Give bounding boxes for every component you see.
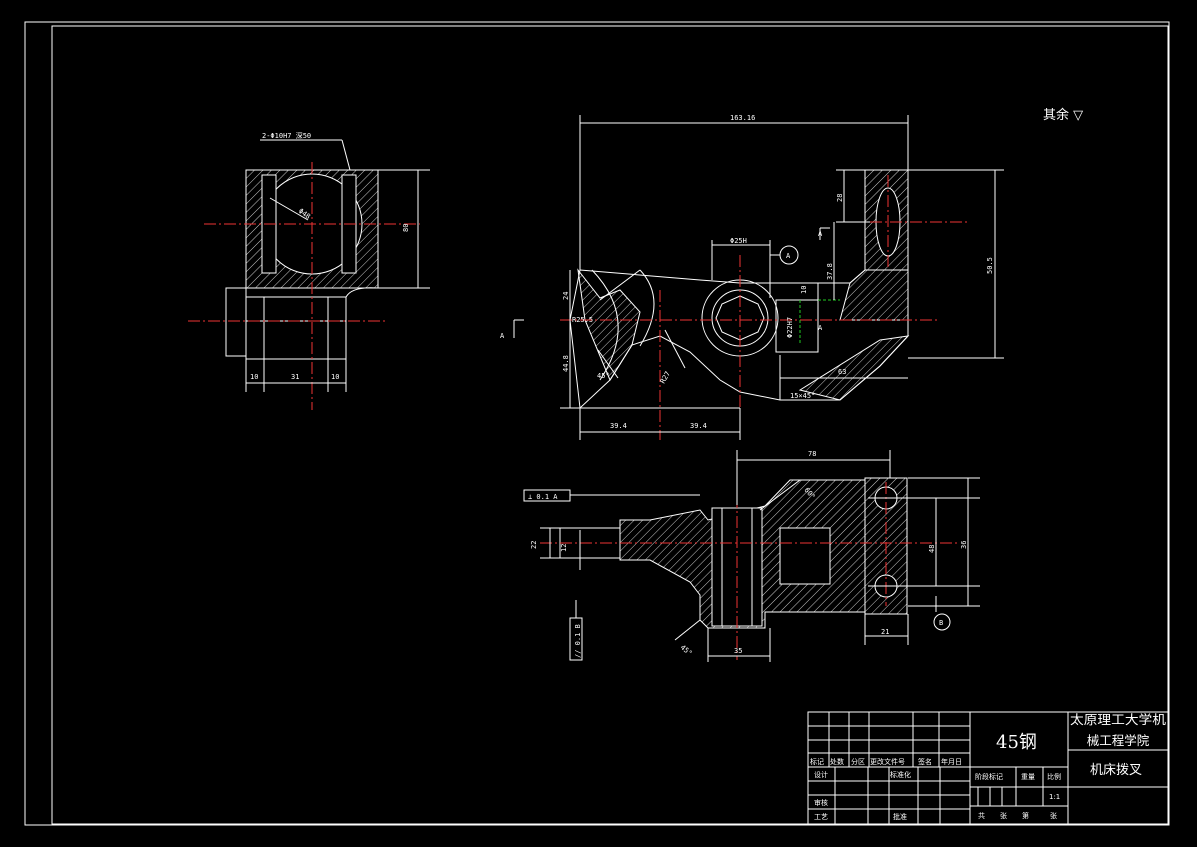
- row-approve: 批准: [893, 812, 907, 821]
- section-arrow-a: A: [500, 332, 505, 340]
- dim-w1: 10: [250, 373, 258, 381]
- section-a-right: A: [818, 230, 823, 238]
- dim-w3: 10: [331, 373, 339, 381]
- hdr-doc: 更改文件号: [870, 757, 905, 766]
- part-name: 机床拨叉: [1090, 763, 1142, 778]
- outer-frame: [24, 21, 1170, 826]
- dim-height-37: 37.8: [826, 263, 834, 280]
- tol-perpendicular: ⊥ 0.1 A: [528, 493, 558, 501]
- callout-holes: 2-Φ10H7 深50: [262, 131, 311, 140]
- dim-chamfer: 15×45°: [790, 392, 815, 400]
- dim-width-21: 21: [881, 628, 889, 636]
- datum-b-label: B: [939, 619, 943, 627]
- scale-label: 比例: [1047, 772, 1061, 781]
- row-design: 设计: [814, 770, 828, 779]
- sheet-word-1: 张: [1000, 811, 1007, 820]
- material-label: 45钢: [996, 732, 1037, 753]
- hdr-sign: 签名: [918, 757, 932, 766]
- section-a-left: A: [818, 324, 823, 332]
- dim-height-48: 48: [928, 545, 936, 553]
- dim-height-80: 80: [402, 224, 410, 232]
- hdr-date: 年月日: [941, 757, 962, 766]
- dim-radius-27: R27: [659, 370, 672, 385]
- bottom-view: [523, 450, 980, 662]
- top-view: [188, 139, 430, 410]
- stage-mark: 阶段标记: [975, 772, 1003, 781]
- scale-value: 1:1: [1049, 793, 1060, 801]
- school-name-line1: 太原理工大学机: [1070, 712, 1167, 727]
- dim-width-63: 63: [838, 368, 846, 376]
- sheet-word-2: 张: [1050, 811, 1057, 820]
- main-view: [513, 115, 1004, 440]
- dim-width-39-a: 39.4: [610, 422, 627, 430]
- row-process: 工艺: [814, 813, 828, 821]
- dim-height-12: 12: [560, 544, 568, 552]
- dim-angle-45-bottom: 45°: [679, 643, 694, 657]
- row-standard: 标准化: [890, 770, 911, 779]
- dim-width-78: 78: [808, 450, 816, 458]
- dim-length-total: 163.16: [730, 114, 755, 122]
- dim-hole-dia: Φ22H7: [786, 317, 794, 338]
- dim-small-dia: Φ25H: [730, 237, 747, 245]
- dim-height-22: 22: [530, 541, 538, 549]
- dim-radius-small: R25.5: [572, 316, 593, 324]
- weight-label: 重量: [1021, 773, 1035, 781]
- sheet-total: 共: [978, 811, 985, 820]
- dim-width-39-b: 39.4: [690, 422, 707, 430]
- dim-w2: 31: [291, 373, 299, 381]
- dim-height-28: 28: [836, 194, 844, 202]
- dim-height-24: 24: [562, 292, 570, 300]
- hdr-mark: 标记: [810, 757, 824, 766]
- hdr-zone: 分区: [851, 757, 865, 766]
- dim-width-35: 35: [734, 647, 742, 655]
- tol-parallel: // 0.1 B: [574, 624, 582, 658]
- dim-height-10: 10: [800, 286, 808, 294]
- row-check: 审核: [814, 798, 828, 807]
- inner-frame: [51, 25, 1169, 825]
- dim-height-36: 36: [960, 541, 968, 549]
- sheet-no: 第: [1022, 811, 1029, 820]
- hdr-count: 处数: [830, 757, 844, 766]
- dim-height-44: 44.8: [562, 355, 570, 372]
- dim-angle-45: 45°: [597, 372, 610, 380]
- datum-a-label: A: [786, 252, 791, 260]
- roughness-remark: 其余 ▽: [1043, 107, 1083, 123]
- dim-height-50: 50.5: [986, 257, 994, 274]
- school-name-line2: 械工程学院: [1087, 733, 1150, 748]
- title-block: [807, 711, 1169, 825]
